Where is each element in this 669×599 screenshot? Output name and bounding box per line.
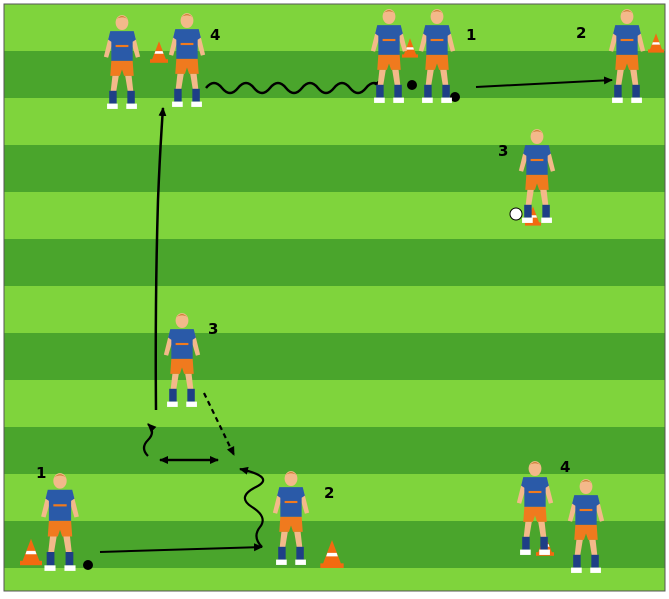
label-bottom-right: 4	[560, 458, 570, 476]
grass-stripe	[4, 145, 665, 192]
label-mid-right: 3	[498, 142, 508, 160]
label-bottom-left: 1	[36, 464, 46, 482]
grass-stripes	[4, 4, 665, 591]
label-bottom-mid: 2	[324, 484, 334, 502]
grass-stripe	[4, 568, 665, 591]
ball	[510, 208, 522, 220]
label-top-right: 2	[576, 24, 586, 42]
grass-stripe	[4, 286, 665, 333]
grass-stripe	[4, 51, 665, 98]
grass-stripe	[4, 333, 665, 380]
grass-stripe	[4, 4, 665, 51]
label-top-left: 4	[210, 26, 220, 44]
grass-stripe	[4, 98, 665, 145]
grass-stripe	[4, 474, 665, 521]
grass-stripe	[4, 192, 665, 239]
ball	[407, 80, 417, 90]
grass-stripe	[4, 239, 665, 286]
grass-stripe	[4, 380, 665, 427]
label-center: 3	[208, 320, 218, 338]
label-top-mid: 1	[466, 26, 476, 44]
ball	[83, 560, 93, 570]
